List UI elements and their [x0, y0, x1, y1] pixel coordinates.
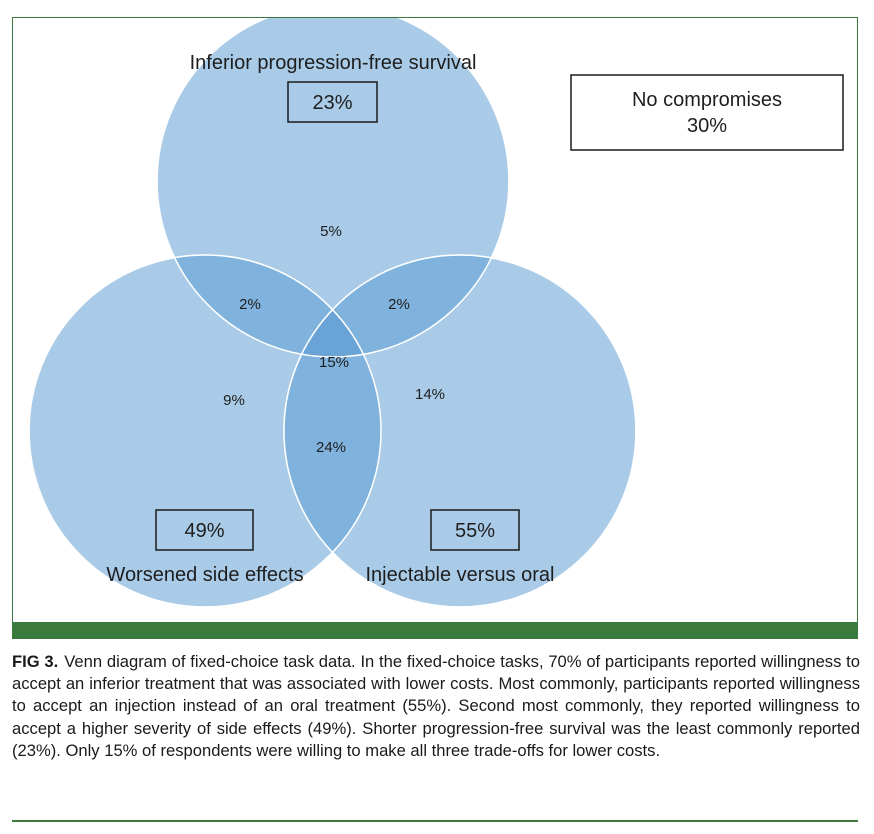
no-compromises-label: No compromises [632, 89, 782, 111]
set-label-pfs: Inferior progression-free survival [190, 52, 477, 74]
outline-pfs [156, 18, 510, 358]
figure-number: FIG 3. [12, 652, 59, 671]
set-label-side-effects: Worsened side effects [106, 564, 303, 586]
no-compromises-value: 30% [687, 115, 727, 137]
no-compromises-box: No compromises 30% [570, 74, 844, 151]
venn-diagram: Inferior progression-free survival Worse… [28, 18, 844, 608]
total-box-pfs: 23% [287, 81, 378, 123]
total-box-side-effects: 49% [155, 509, 254, 551]
overlap-pfs-injectable [284, 255, 509, 357]
region-side-effects-only: 9% [223, 392, 245, 409]
total-side-effects: 49% [184, 520, 224, 542]
outline-side-effects [28, 254, 382, 608]
figure-bottom-bar [12, 622, 858, 639]
outline-injectable [283, 254, 637, 608]
overlap-pfs-side-effects [157, 255, 381, 357]
total-box-injectable: 55% [430, 509, 520, 551]
set-label-injectable: Injectable versus oral [366, 564, 555, 586]
bottom-rule [12, 820, 858, 822]
figure-frame: Inferior progression-free survival Worse… [12, 17, 858, 639]
region-pfs-side-effects: 2% [239, 296, 261, 313]
region-side-effects-injectable: 24% [316, 439, 346, 456]
region-all-three: 15% [319, 354, 349, 371]
figure-caption: FIG 3.Venn diagram of fixed-choice task … [12, 651, 860, 762]
region-pfs-only: 5% [320, 223, 342, 240]
region-injectable-only: 14% [415, 386, 445, 403]
total-pfs: 23% [312, 92, 352, 114]
region-pfs-injectable: 2% [388, 296, 410, 313]
caption-text: Venn diagram of fixed-choice task data. … [12, 652, 860, 760]
total-injectable: 55% [455, 520, 495, 542]
